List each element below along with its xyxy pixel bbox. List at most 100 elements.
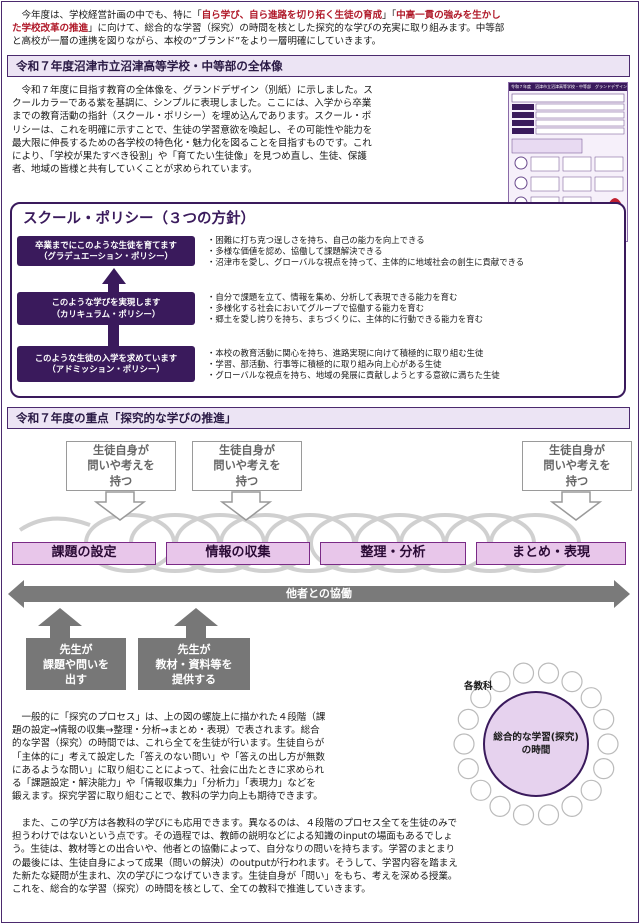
- admission-policy-box: このような生徒の入学を求めています （アドミッション・ポリシー）: [17, 346, 195, 382]
- policy-label: このような学びを実現します: [51, 297, 161, 307]
- school-policy-title: スクール・ポリシー（３つの方針）: [23, 211, 255, 227]
- body-line: 担うわけではないという点です。その過程では、教師の説明などによる知識のinput…: [12, 831, 453, 843]
- graduation-policy-points: ・困難に打ち克つ逞しさを持ち、自己の能力を向上できる ・多様な価値を認め、協働し…: [207, 235, 524, 269]
- subject-petal: [561, 671, 583, 693]
- body-line: 一般的に「探究のプロセス」は、上の図の螺旋上に描かれた４段階（課: [12, 712, 326, 723]
- policy-point: ・困難に打ち克つ逞しさを持ち、自己の能力を向上できる: [207, 235, 425, 245]
- box-line: 生徒自身が: [549, 443, 605, 457]
- circle-outer-label: 各教科: [464, 681, 493, 692]
- subject-petal: [597, 733, 619, 755]
- policy-point: ・多様化する社会においてグループで協働する能力を育む: [207, 303, 424, 314]
- intro-paragraph: 今年度は、学校経営計画の中でも、特に「自ら学び、自ら進路を切り拓く生徒の育成」「…: [12, 9, 632, 49]
- policy-label: このような生徒の入学を求めています: [34, 352, 178, 363]
- overview-line: 最大限に伸長するための各学校の特色化・魅力化を図ることを目指すものです。これ: [12, 137, 372, 149]
- subject-petal: [489, 795, 511, 817]
- curriculum-policy-points: ・自分で課題を立て、情報を集め、分析して表現できる能力を育む ・多様化する社会に…: [207, 292, 483, 326]
- box-line: 生徒自身が: [219, 443, 275, 457]
- body-line: これを、総合的な学習（探究）の時間を核として、全ての教科で推進していきます。: [12, 884, 371, 896]
- subject-petal: [593, 708, 615, 731]
- overview-paragraph: 令和７年度に目指す教育の全体像を、グランドデザイン（別紙）に示しました。ス クー…: [12, 84, 504, 176]
- policy-label: 卒業までにこのような生徒を育てます: [35, 239, 177, 250]
- box-line: 提供する: [172, 672, 216, 686]
- section-heading-focus: 令和７年度の重点「探究的な学びの推進」: [7, 407, 630, 429]
- phase-summarize-express: まとめ・表現: [476, 542, 626, 565]
- policy-point: ・郷土を愛し誇りを持ち、まちづくりに、主体的に行動できる能力を育む: [207, 314, 483, 325]
- school-policy-panel: スクール・ポリシー（３つの方針） 卒業までにこのような生徒を育てます （グラデュ…: [10, 202, 626, 398]
- overview-line: により、「学校が果たすべき役割」や「育てたい生徒像」を見つめ直し、生徒、保護: [12, 151, 367, 163]
- circle-inner-line: 総合的な学習(探究): [493, 732, 579, 743]
- body-line: た新たな疑問が生まれ、次の学びにつなげていきます。生徒自身が「問い」をもち、考え…: [12, 870, 458, 882]
- graduation-policy-box: 卒業までにこのような生徒を育てます （グラデュエーション・ポリシー）: [17, 236, 195, 266]
- collaboration-arrow-icon: [8, 580, 630, 608]
- student-question-box-2: 生徒自身が問いや考えを持つ: [192, 441, 302, 491]
- body-line: 題の設定→情報の収集→整理・分析→まとめ・表現）で表されます。総合: [12, 725, 320, 737]
- subject-petal: [489, 671, 511, 693]
- box-line: 持つ: [565, 474, 589, 488]
- student-question-box-3: 生徒自身が問いや考えを持つ: [522, 441, 632, 491]
- overview-line: クールカラーである紫を基調に、シンプルに表現しました。ここには、入学から卒業: [12, 98, 372, 110]
- subject-petal: [580, 779, 602, 801]
- policy-point: ・多様な価値を認め、協働して課題解決できる: [207, 246, 383, 257]
- collaboration-label: 他者との協働: [286, 587, 352, 600]
- phase-organize-analyze: 整理・分析: [320, 542, 466, 565]
- policy-label-sub: （グラデュエーション・ポリシー）: [39, 251, 173, 261]
- policy-point: ・グローバルな視点を持ち、地域の発展に貢献しようとする意欲に満ちた生徒: [207, 370, 500, 381]
- box-line: 課題や問いを: [43, 657, 109, 671]
- box-line: 持つ: [109, 474, 133, 488]
- curriculum-policy-box: このような学びを実現します （カリキュラム・ポリシー）: [17, 292, 195, 325]
- box-line: 先生が: [177, 642, 211, 656]
- box-line: 問いや考えを: [87, 459, 155, 473]
- thumbnail-title: 令和７年度 沼津市立沼津高等学校・中等部 グランドデザイン: [509, 83, 627, 91]
- overview-line: リシーは、これを明確に示すことで、生徒の学習意欲を喚起し、その可能性や能力を: [12, 124, 373, 136]
- policy-point: ・学習、部活動、行事等に積極的に取り組み向上心がある生徒: [207, 359, 442, 370]
- policy-point: ・沼津市を愛し、グローバルな視点を持って、主体的に地域社会の創生に貢献できる: [207, 257, 525, 268]
- body-line: 「主体的に」考えて設定した「答えのない問い」や「答えの出し方が無数: [12, 751, 325, 763]
- policy-point: ・本校の教育活動に関心を持ち、進路実現に向けて積極的に取り組む生徒: [207, 348, 484, 358]
- box-line: 出す: [65, 672, 87, 686]
- subjects-paragraph: また、この学び方は各教科の学びにも応用できます。異なるのは、４段階のプロセス全て…: [12, 817, 632, 896]
- overview-line: 令和７年度に目指す教育の全体像を、グランドデザイン（別紙）に示しました。ス: [12, 85, 373, 96]
- circle-inner-line: の時間: [521, 745, 551, 756]
- intro-line-1: 今年度は、学校経営計画の中でも、特に「自ら学び、自ら進路を切り拓く生徒の育成」「…: [12, 10, 501, 21]
- box-line: 先生が: [59, 642, 93, 656]
- box-line: 問いや考えを: [543, 459, 611, 473]
- subject-petal: [470, 687, 492, 709]
- admission-policy-points: ・本校の教育活動に関心を持ち、進路実現に向けて積極的に取り組む生徒 ・学習、部活…: [207, 348, 500, 382]
- phase-problem-setting: 課題の設定: [12, 542, 156, 565]
- box-line: 教材・資料等を: [155, 657, 233, 671]
- policy-label-sub: （カリキュラム・ポリシー）: [51, 308, 161, 319]
- subject-petal: [512, 804, 535, 826]
- subject-petal: [537, 804, 560, 826]
- process-paragraph: 一般的に「探究のプロセス」は、上の図の螺旋上に描かれた４段階（課 題の設定→情報…: [12, 711, 454, 803]
- body-line: にあるような問い」に取り組むことによって、社会に出たときに求められ: [12, 764, 325, 776]
- subject-petal: [537, 662, 560, 684]
- overview-line: までの教育活動の指針（スクール・ポリシー）を埋め込んであります。スクール・ポ: [12, 111, 372, 123]
- subject-petal: [457, 708, 479, 731]
- subject-petal: [512, 662, 535, 684]
- subject-petal: [561, 795, 583, 817]
- box-line: 持つ: [235, 474, 259, 488]
- box-line: 問いや考えを: [213, 459, 281, 473]
- body-line: う。生徒は、教材等との出合いや、他者との協働によって、自分なりの問いを持ちます。…: [12, 844, 455, 856]
- circle-inner-label: 総合的な学習(探究) の時間: [476, 731, 596, 757]
- section-heading-overview: 令和７年度沼津市立沼津高等学校・中等部の全体像: [7, 55, 630, 77]
- body-line: 的な学習（探究）の時間では、これら全てを生徒が行います。生徒自らが: [12, 738, 325, 750]
- subject-petal: [580, 687, 602, 709]
- body-line: 鍛えます。探究学習に取り組むことで、教科の学力向上も期待できます。: [12, 791, 323, 803]
- subject-petal: [453, 733, 475, 755]
- subjects-circle-diagram: [453, 662, 619, 826]
- overview-line: 者、地域の皆様と共有していくことが求められています。: [12, 164, 258, 176]
- body-line: の最後には、生徒自身によって成果（問いの解決）のoutputが行われます。そうし…: [12, 857, 458, 869]
- teacher-question-box: 先生が課題や問いを出す: [26, 638, 126, 690]
- subject-petal: [470, 779, 492, 801]
- subject-petal: [593, 757, 615, 780]
- subject-petal: [457, 757, 479, 780]
- body-line: る「課題設定・解決能力」や「情報収集力」「分析力」「表現力」などを: [12, 778, 316, 790]
- policy-label-sub: （アドミッション・ポリシー）: [47, 364, 165, 374]
- intro-line-2: た学校改革の推進」に向けて、総合的な学習（探究）の時間を核とした探究的な学びの充…: [12, 23, 505, 35]
- student-question-box-1: 生徒自身が問いや考えを持つ: [66, 441, 176, 491]
- policy-point: ・自分で課題を立て、情報を集め、分析して表現できる能力を育む: [207, 292, 458, 302]
- body-line: また、この学び方は各教科の学びにも応用できます。異なるのは、４段階のプロセス全て…: [12, 818, 458, 829]
- teacher-material-box: 先生が教材・資料等を提供する: [138, 638, 250, 690]
